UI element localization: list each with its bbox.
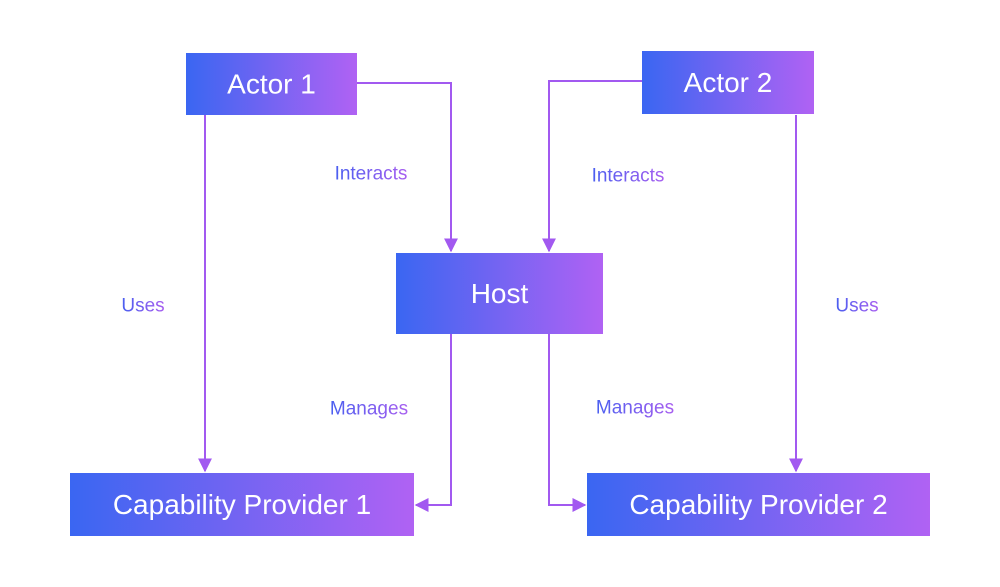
node-provider2-label: Capability Provider 2 [629, 489, 887, 520]
node-host-box [396, 253, 603, 334]
edge-actor2-to-host [542, 80, 642, 253]
node-actor2: Actor 2 [642, 51, 814, 114]
edge-label-host-manages-2: Manages [596, 398, 674, 419]
node-actor2-label: Actor 2 [684, 67, 773, 98]
node-provider1-label: Capability Provider 1 [113, 489, 371, 520]
edge-actor1-to-host [357, 82, 458, 253]
edge-label-actor1-interacts: Interacts [335, 164, 408, 185]
edge-label-host-manages-1: Manages [330, 399, 408, 420]
node-actor2-box [642, 51, 814, 114]
edge-label-actor1-uses: Uses [121, 296, 164, 317]
node-host: Host [396, 253, 603, 334]
edge-label-actor2-uses: Uses [835, 296, 878, 317]
edges [198, 80, 803, 512]
node-host-label: Host [471, 278, 529, 309]
node-actor1-box [186, 53, 357, 115]
edge-label-actor2-interacts: Interacts [592, 166, 665, 187]
node-provider2-box [587, 473, 930, 536]
node-provider1-box [70, 473, 414, 536]
node-provider1: Capability Provider 1 [70, 473, 414, 536]
node-actor1: Actor 1 [186, 53, 357, 115]
edge-host-to-provider2 [548, 334, 587, 512]
node-actor1-label: Actor 1 [227, 69, 316, 100]
edge-host-to-provider1 [414, 334, 452, 512]
node-provider2: Capability Provider 2 [587, 473, 930, 536]
edge-labels: Interacts Interacts Uses Uses Manages Ma… [121, 164, 878, 420]
